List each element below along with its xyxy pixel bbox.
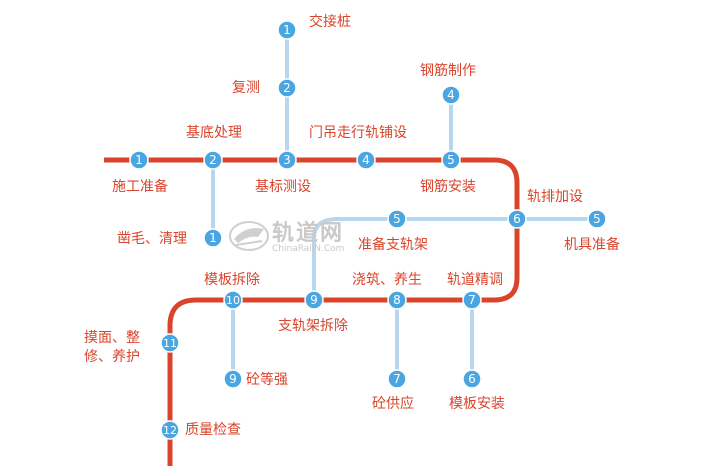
node-finish11: 11: [160, 333, 180, 353]
node-main1: 1: [129, 150, 149, 170]
label-roughen-clean: 凿毛、清理: [117, 231, 187, 247]
svg-text:9: 9: [310, 293, 318, 307]
watermark-title: 轨道网: [272, 220, 345, 246]
label-prepare-support: 准备支轨架: [358, 237, 428, 253]
node-main5: 5: [441, 150, 461, 170]
svg-text:3: 3: [283, 153, 291, 167]
node-main4: 4: [356, 150, 376, 170]
node-strength9: 9: [223, 369, 243, 389]
label-equipment-prep: 机具准备: [564, 237, 620, 253]
svg-text:12: 12: [163, 424, 177, 437]
node-main2: 2: [203, 150, 223, 170]
branch-lines: [211, 28, 599, 381]
label-gantry-rail-laying: 门吊走行轨铺设: [309, 125, 407, 141]
label-surface-finish: 摸面、整修、养护: [84, 330, 140, 365]
label-quality-inspection: 质量检查: [185, 422, 241, 438]
node-pour8: 8: [387, 290, 407, 310]
svg-text:5: 5: [593, 212, 601, 226]
node-support5: 5: [387, 209, 407, 229]
node-machine5: 5: [587, 209, 607, 229]
label-benchmark-setting: 基标测设: [255, 179, 311, 195]
svg-text:5: 5: [393, 212, 401, 226]
node-quality12: 12: [160, 420, 180, 440]
svg-text:6: 6: [468, 372, 476, 386]
svg-text:4: 4: [447, 88, 455, 102]
node-roughen1: 1: [203, 228, 223, 248]
svg-text:11: 11: [163, 337, 177, 350]
node-formwork-remove10: 10: [223, 290, 243, 310]
svg-text:8: 8: [393, 293, 401, 307]
svg-text:2: 2: [283, 81, 291, 95]
label-concrete-strength: 砼等强: [246, 372, 288, 388]
label-formwork-install: 模板安装: [449, 396, 505, 412]
svg-text:5: 5: [447, 153, 455, 167]
node-track6: 6: [507, 209, 527, 229]
watermark-subtitle: ChinaRailN.Com: [272, 244, 345, 254]
label-resurvey: 复测: [232, 80, 260, 96]
svg-text:9: 9: [229, 372, 237, 386]
svg-text:6: 6: [513, 212, 521, 226]
nodes: 1 2 1 2 3 4 5 4 1 6 5 5 9 8 7 10 11 12 9…: [129, 20, 607, 440]
node-top1: 1: [277, 20, 297, 40]
node-supply7: 7: [387, 369, 407, 389]
main-line: [104, 157, 520, 466]
label-rebar-install: 钢筋安装: [420, 179, 476, 195]
svg-text:10: 10: [226, 294, 240, 307]
svg-text:7: 7: [468, 293, 476, 307]
node-rebar4: 4: [441, 85, 461, 105]
label-concrete-supply: 砼供应: [372, 396, 414, 412]
label-track-fine-tuning: 轨道精调: [447, 272, 503, 288]
label-hand-over-piles: 交接桩: [309, 14, 351, 30]
label-support-removal: 支轨架拆除: [278, 318, 348, 334]
rail-logo-icon: [229, 221, 269, 251]
label-track-panel-setup: 轨排加设: [527, 189, 583, 205]
node-main3: 3: [277, 150, 297, 170]
label-rebar-fabrication: 钢筋制作: [420, 63, 476, 79]
svg-text:4: 4: [362, 153, 370, 167]
label-formwork-removal: 模板拆除: [204, 272, 260, 288]
node-support-remove9: 9: [304, 290, 324, 310]
svg-text:2: 2: [209, 153, 217, 167]
watermark: 轨道网 ChinaRailN.Com: [228, 215, 358, 260]
svg-text:7: 7: [393, 372, 401, 386]
label-construction-prep: 施工准备: [112, 179, 168, 195]
svg-text:1: 1: [283, 23, 291, 37]
svg-text:1: 1: [135, 153, 143, 167]
branch-line-support: [312, 217, 599, 302]
node-top2: 2: [277, 78, 297, 98]
label-pour-cure: 浇筑、养生: [352, 272, 422, 288]
node-formwork-install6: 6: [462, 369, 482, 389]
svg-text:1: 1: [209, 231, 217, 245]
label-base-treatment: 基底处理: [186, 125, 242, 141]
node-adjust7: 7: [462, 290, 482, 310]
